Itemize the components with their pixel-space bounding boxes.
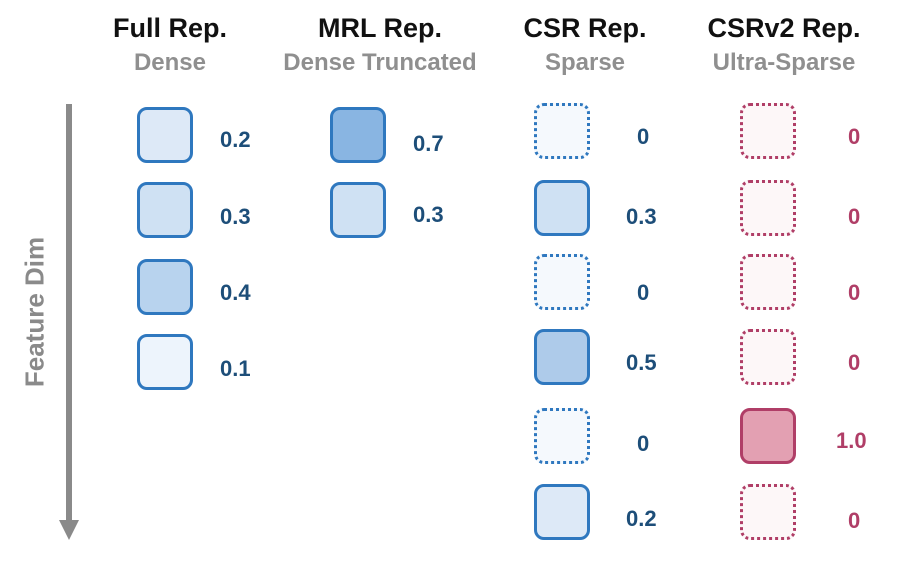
- mrl-value-2: 0.3: [413, 202, 444, 227]
- csr-cell-1: [534, 103, 590, 159]
- csr-value-5: 0: [637, 431, 650, 456]
- csr-value-1: 0: [637, 124, 650, 149]
- column-title-mrl: MRL Rep.: [317, 13, 442, 43]
- csrv2-value-1: 0: [848, 124, 861, 149]
- column-title-csrv2: CSRv2 Rep.: [707, 13, 861, 43]
- mrl-cell-2: [330, 182, 386, 238]
- full-cell-3: [137, 259, 193, 315]
- column-subtitle-csr: Sparse: [544, 49, 626, 76]
- column-title-full: Full Rep.: [113, 13, 227, 43]
- csrv2-cell-6: [740, 484, 796, 540]
- csrv2-cell-4: [740, 329, 796, 385]
- csrv2-cell-1: [740, 103, 796, 159]
- column-title-csr: CSR Rep.: [523, 13, 647, 43]
- axis-label: Feature Dim: [19, 236, 50, 388]
- csrv2-value-6: 0: [848, 508, 861, 533]
- full-value-3: 0.4: [220, 280, 251, 305]
- csr-value-2: 0.3: [626, 204, 657, 229]
- full-cell-2: [137, 182, 193, 238]
- csr-value-3: 0: [637, 280, 650, 305]
- full-value-1: 0.2: [220, 127, 251, 152]
- mrl-value-1: 0.7: [413, 131, 444, 156]
- full-cell-1: [137, 107, 193, 163]
- axis-arrowhead-icon: [59, 520, 79, 540]
- csr-cell-6: [534, 484, 590, 540]
- column-subtitle-full: Dense: [133, 49, 207, 76]
- csr-cell-5: [534, 408, 590, 464]
- csr-value-4: 0.5: [626, 350, 657, 375]
- column-subtitle-mrl: Dense Truncated: [283, 49, 477, 76]
- mrl-cell-1: [330, 107, 386, 163]
- csr-cell-4: [534, 329, 590, 385]
- csrv2-cell-5: [740, 408, 796, 464]
- full-value-4: 0.1: [220, 356, 251, 381]
- full-value-2: 0.3: [220, 204, 251, 229]
- csrv2-value-2: 0: [848, 204, 861, 229]
- full-cell-4: [137, 334, 193, 390]
- csrv2-value-3: 0: [848, 280, 861, 305]
- csrv2-cell-3: [740, 254, 796, 310]
- csrv2-cell-2: [740, 180, 796, 236]
- csr-value-6: 0.2: [626, 506, 657, 531]
- column-subtitle-csrv2: Ultra-Sparse: [712, 49, 856, 76]
- csr-cell-3: [534, 254, 590, 310]
- csr-cell-2: [534, 180, 590, 236]
- csrv2-value-4: 0: [848, 350, 861, 375]
- csrv2-value-5: 1.0: [836, 428, 867, 453]
